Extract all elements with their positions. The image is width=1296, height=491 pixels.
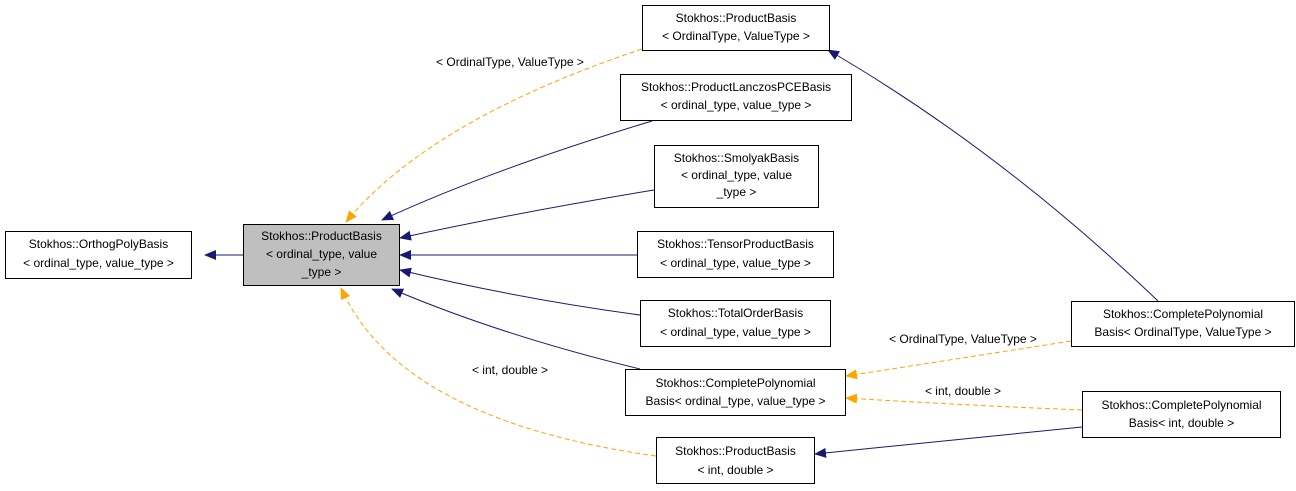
edge-productgeneric-to-main xyxy=(345,48,643,223)
node-smolyak-basis-line-3: _type > xyxy=(716,185,757,199)
node-complete-polynomial-basis-int-double-line-1: Stokhos::CompletePolynomial xyxy=(1101,398,1261,412)
edge-completeov-to-main xyxy=(391,288,641,370)
node-product-basis-int-double-line-1: Stokhos::ProductBasis xyxy=(675,444,796,458)
node-complete-polynomial-basis-ov-line-2: Basis< ordinal_type, value_type > xyxy=(645,394,825,408)
node-tensor-product-basis-line-2: < ordinal_type, value_type > xyxy=(660,256,811,270)
node-complete-polynomial-basis-generic[interactable]: Stokhos::CompletePolynomial Basis< Ordin… xyxy=(1071,301,1295,347)
node-total-order-basis[interactable]: Stokhos::TotalOrderBasis < ordinal_type,… xyxy=(640,300,831,347)
node-product-basis-main-line-3: _type > xyxy=(301,265,342,279)
node-product-lanczos-pce-basis-line-2: < ordinal_type, value_type > xyxy=(661,98,812,112)
node-total-order-basis-line-1: Stokhos::TotalOrderBasis xyxy=(668,306,803,320)
edge-completeintdouble-to-completeov xyxy=(845,393,1083,411)
node-tensor-product-basis-line-1: Stokhos::TensorProductBasis xyxy=(657,237,814,251)
edge-completegeneric-to-completeov xyxy=(845,340,1072,380)
node-complete-polynomial-basis-generic-line-2: Basis< OrdinalType, ValueType > xyxy=(1094,325,1271,339)
node-product-basis-generic[interactable]: Stokhos::ProductBasis < OrdinalType, Val… xyxy=(642,5,830,51)
node-product-lanczos-pce-basis-line-1: Stokhos::ProductLanczosPCEBasis xyxy=(641,80,831,94)
node-product-basis-main[interactable]: Stokhos::ProductBasis < ordinal_type, va… xyxy=(243,224,400,286)
edge-lanczos-to-main xyxy=(381,120,653,221)
edge-smolyak-to-main xyxy=(399,189,655,241)
node-smolyak-basis-line-2: < ordinal_type, value xyxy=(681,168,792,182)
node-complete-polynomial-basis-int-double-line-2: Basis< int, double > xyxy=(1129,416,1234,430)
node-total-order-basis-line-2: < ordinal_type, value_type > xyxy=(660,325,811,339)
node-smolyak-basis[interactable]: Stokhos::SmolyakBasis < ordinal_type, va… xyxy=(654,145,819,208)
node-product-basis-generic-line-1: Stokhos::ProductBasis xyxy=(676,11,797,25)
edge-label-ov-from-generic: < OrdinalType, ValueType > xyxy=(889,332,1037,346)
node-orthog-poly-basis-line-1: Stokhos::OrthogPolyBasis xyxy=(29,237,168,251)
node-tensor-product-basis[interactable]: Stokhos::TensorProductBasis < ordinal_ty… xyxy=(637,231,834,278)
edge-completeintdouble-to-productintdouble xyxy=(814,426,1083,458)
node-orthog-poly-basis-line-2: < ordinal_type, value_type > xyxy=(23,256,174,270)
node-complete-polynomial-basis-ov[interactable]: Stokhos::CompletePolynomial Basis< ordin… xyxy=(625,369,846,416)
node-complete-polynomial-basis-int-double[interactable]: Stokhos::CompletePolynomial Basis< int, … xyxy=(1082,391,1281,438)
node-complete-polynomial-basis-generic-line-1: Stokhos::CompletePolynomial xyxy=(1103,307,1263,321)
node-orthog-poly-basis[interactable]: Stokhos::OrthogPolyBasis < ordinal_type,… xyxy=(5,231,192,279)
node-product-basis-generic-line-2: < OrdinalType, ValueType > xyxy=(662,29,810,43)
node-product-basis-main-line-2: < ordinal_type, value xyxy=(266,247,377,261)
node-product-lanczos-pce-basis[interactable]: Stokhos::ProductLanczosPCEBasis < ordina… xyxy=(620,74,852,121)
edge-label-main-from-int-double: < int, double > xyxy=(472,363,548,377)
node-product-basis-main-line-1: Stokhos::ProductBasis xyxy=(261,229,382,243)
node-product-basis-int-double[interactable]: Stokhos::ProductBasis < int, double > xyxy=(656,437,815,484)
edge-label-ov-from-int-double: < int, double > xyxy=(925,384,1001,398)
node-smolyak-basis-line-1: Stokhos::SmolyakBasis xyxy=(674,151,799,165)
edge-completegeneric-to-productgeneric xyxy=(827,49,1159,302)
node-complete-polynomial-basis-ov-line-1: Stokhos::CompletePolynomial xyxy=(655,376,815,390)
edge-productintdouble-to-main xyxy=(340,287,657,457)
node-product-basis-int-double-line-2: < int, double > xyxy=(697,463,773,477)
edge-label-main-from-generic: < OrdinalType, ValueType > xyxy=(436,55,584,69)
edge-totalorder-to-main xyxy=(399,267,641,316)
